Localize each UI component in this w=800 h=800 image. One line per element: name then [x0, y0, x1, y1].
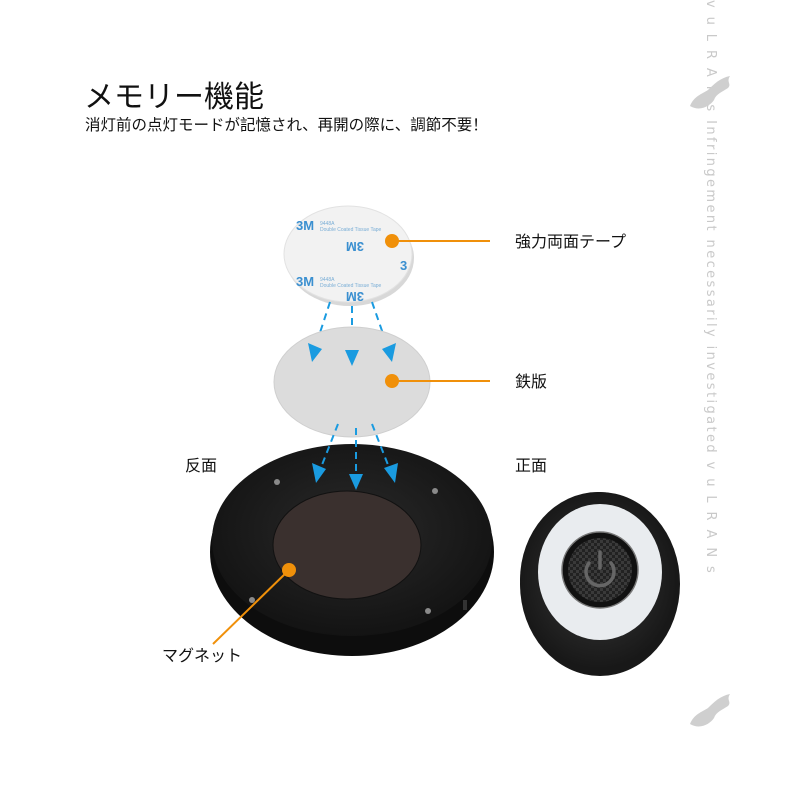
magnet-disc: [272, 490, 422, 600]
label-front-view: 正面: [515, 456, 548, 475]
callout-tape: [385, 234, 490, 248]
power-button[interactable]: [568, 538, 632, 602]
callout-magnet: [212, 563, 296, 645]
svg-text:3M: 3M: [346, 289, 364, 304]
dragon-mascot-icon: [690, 76, 730, 109]
callout-plate: [385, 374, 490, 388]
label-iron-plate: 鉄版: [515, 372, 548, 391]
label-magnet: マグネット: [162, 646, 243, 665]
watermark-text: v u L R A N s Infringement necessarily i…: [703, 0, 718, 576]
page-title: メモリー機能: [84, 80, 264, 115]
svg-text:9448A: 9448A: [320, 221, 335, 227]
double-sided-tape-disc: 3M 3M 3M 3M 3 9448A Double Coated Tissue…: [283, 205, 414, 306]
svg-text:9448A: 9448A: [320, 277, 335, 283]
svg-text:3M: 3M: [346, 239, 364, 254]
arrow-down-icon: [308, 343, 396, 366]
arrow-down-icon: [312, 463, 398, 490]
svg-text:Double Coated Tissue Tape: Double Coated Tissue Tape: [320, 283, 382, 289]
puck-back-view: [210, 444, 494, 656]
dragon-mascot-icon: [690, 694, 730, 727]
svg-text:3: 3: [400, 258, 407, 273]
svg-text:3M: 3M: [296, 274, 314, 289]
tape-logo-3m: 3M: [296, 218, 314, 233]
page-subtitle: 消灯前の点灯モードが記憶され、再開の際に、調節不要！: [85, 116, 488, 134]
power-icon: [584, 550, 616, 588]
label-double-sided-tape: 強力両面テープ: [515, 232, 627, 251]
puck-front-view: [520, 492, 680, 676]
svg-text:Double Coated Tissue Tape: Double Coated Tissue Tape: [320, 227, 382, 233]
label-back-view: 反面: [185, 456, 218, 475]
arrows-plate-to-puck: [319, 423, 391, 478]
